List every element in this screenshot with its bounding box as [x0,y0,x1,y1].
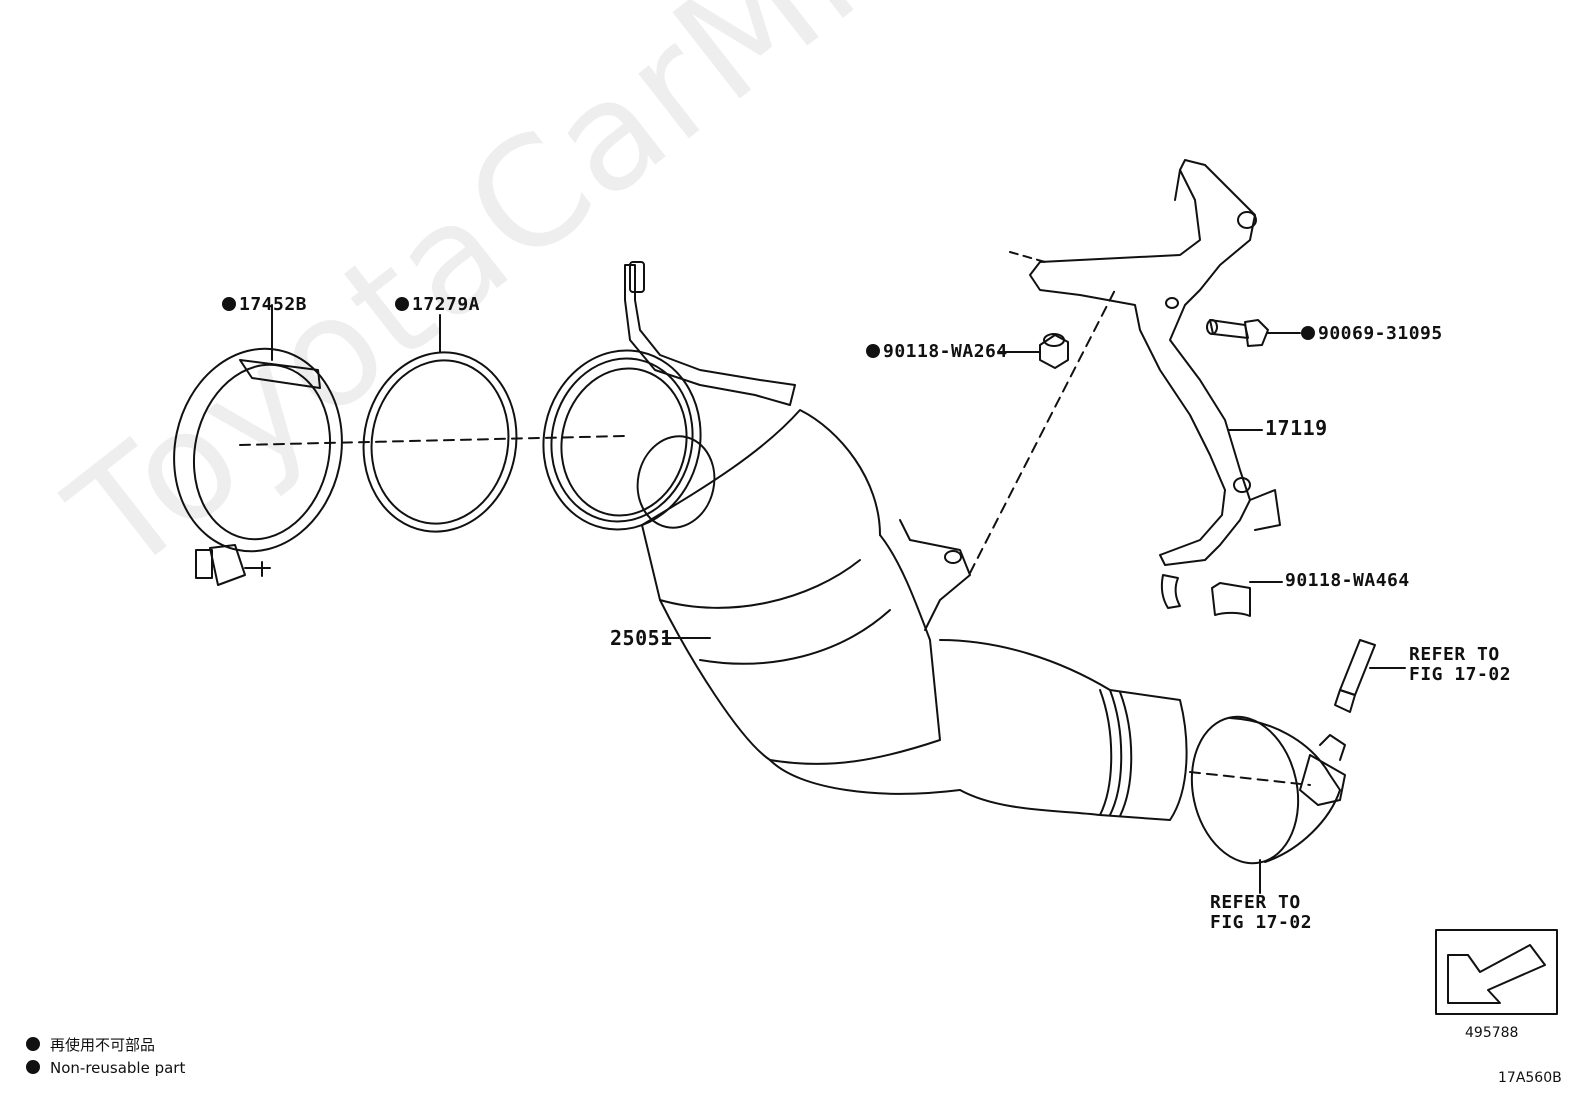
clamp-drawing [173,347,343,586]
direction-arrow-box [1435,929,1558,1015]
non-reusable-dot-icon [26,1060,40,1074]
part-label-gasket: 17279A [395,295,480,315]
non-reusable-dot-icon [26,1037,40,1051]
non-reusable-dot-icon [395,297,409,311]
non-reusable-dot-icon [866,344,880,358]
outlet-clamp-drawing [1190,639,1376,865]
legend-english: Non-reusable part [26,1059,185,1077]
figure-code: 17A560B [1498,1070,1562,1086]
nut-drawing [1039,333,1069,369]
part-label-clip: 90118-WA464 [1285,570,1410,591]
non-reusable-dot-icon [1301,326,1315,340]
clip-drawing [1160,574,1251,617]
part-label-bolt: 90069-31095 [1301,324,1443,344]
gasket-drawing [362,351,518,533]
bolt-drawing [1206,319,1269,347]
bracket-drawing [1029,159,1281,566]
part-label-nut: 90118-WA264 [866,342,1008,362]
converter-drawing [542,261,1188,821]
part-label-converter: 25051 [610,626,673,650]
axis-dashed-line [239,435,626,446]
part-label-bracket: 17119 [1265,416,1328,440]
stud-dashed-line [969,289,1116,574]
legend-japanese: 再使用不可部品 [26,1034,155,1055]
direction-code: 495788 [1465,1025,1519,1041]
non-reusable-dot-icon [222,297,236,311]
part-label-clamp: 17452B [222,295,307,315]
